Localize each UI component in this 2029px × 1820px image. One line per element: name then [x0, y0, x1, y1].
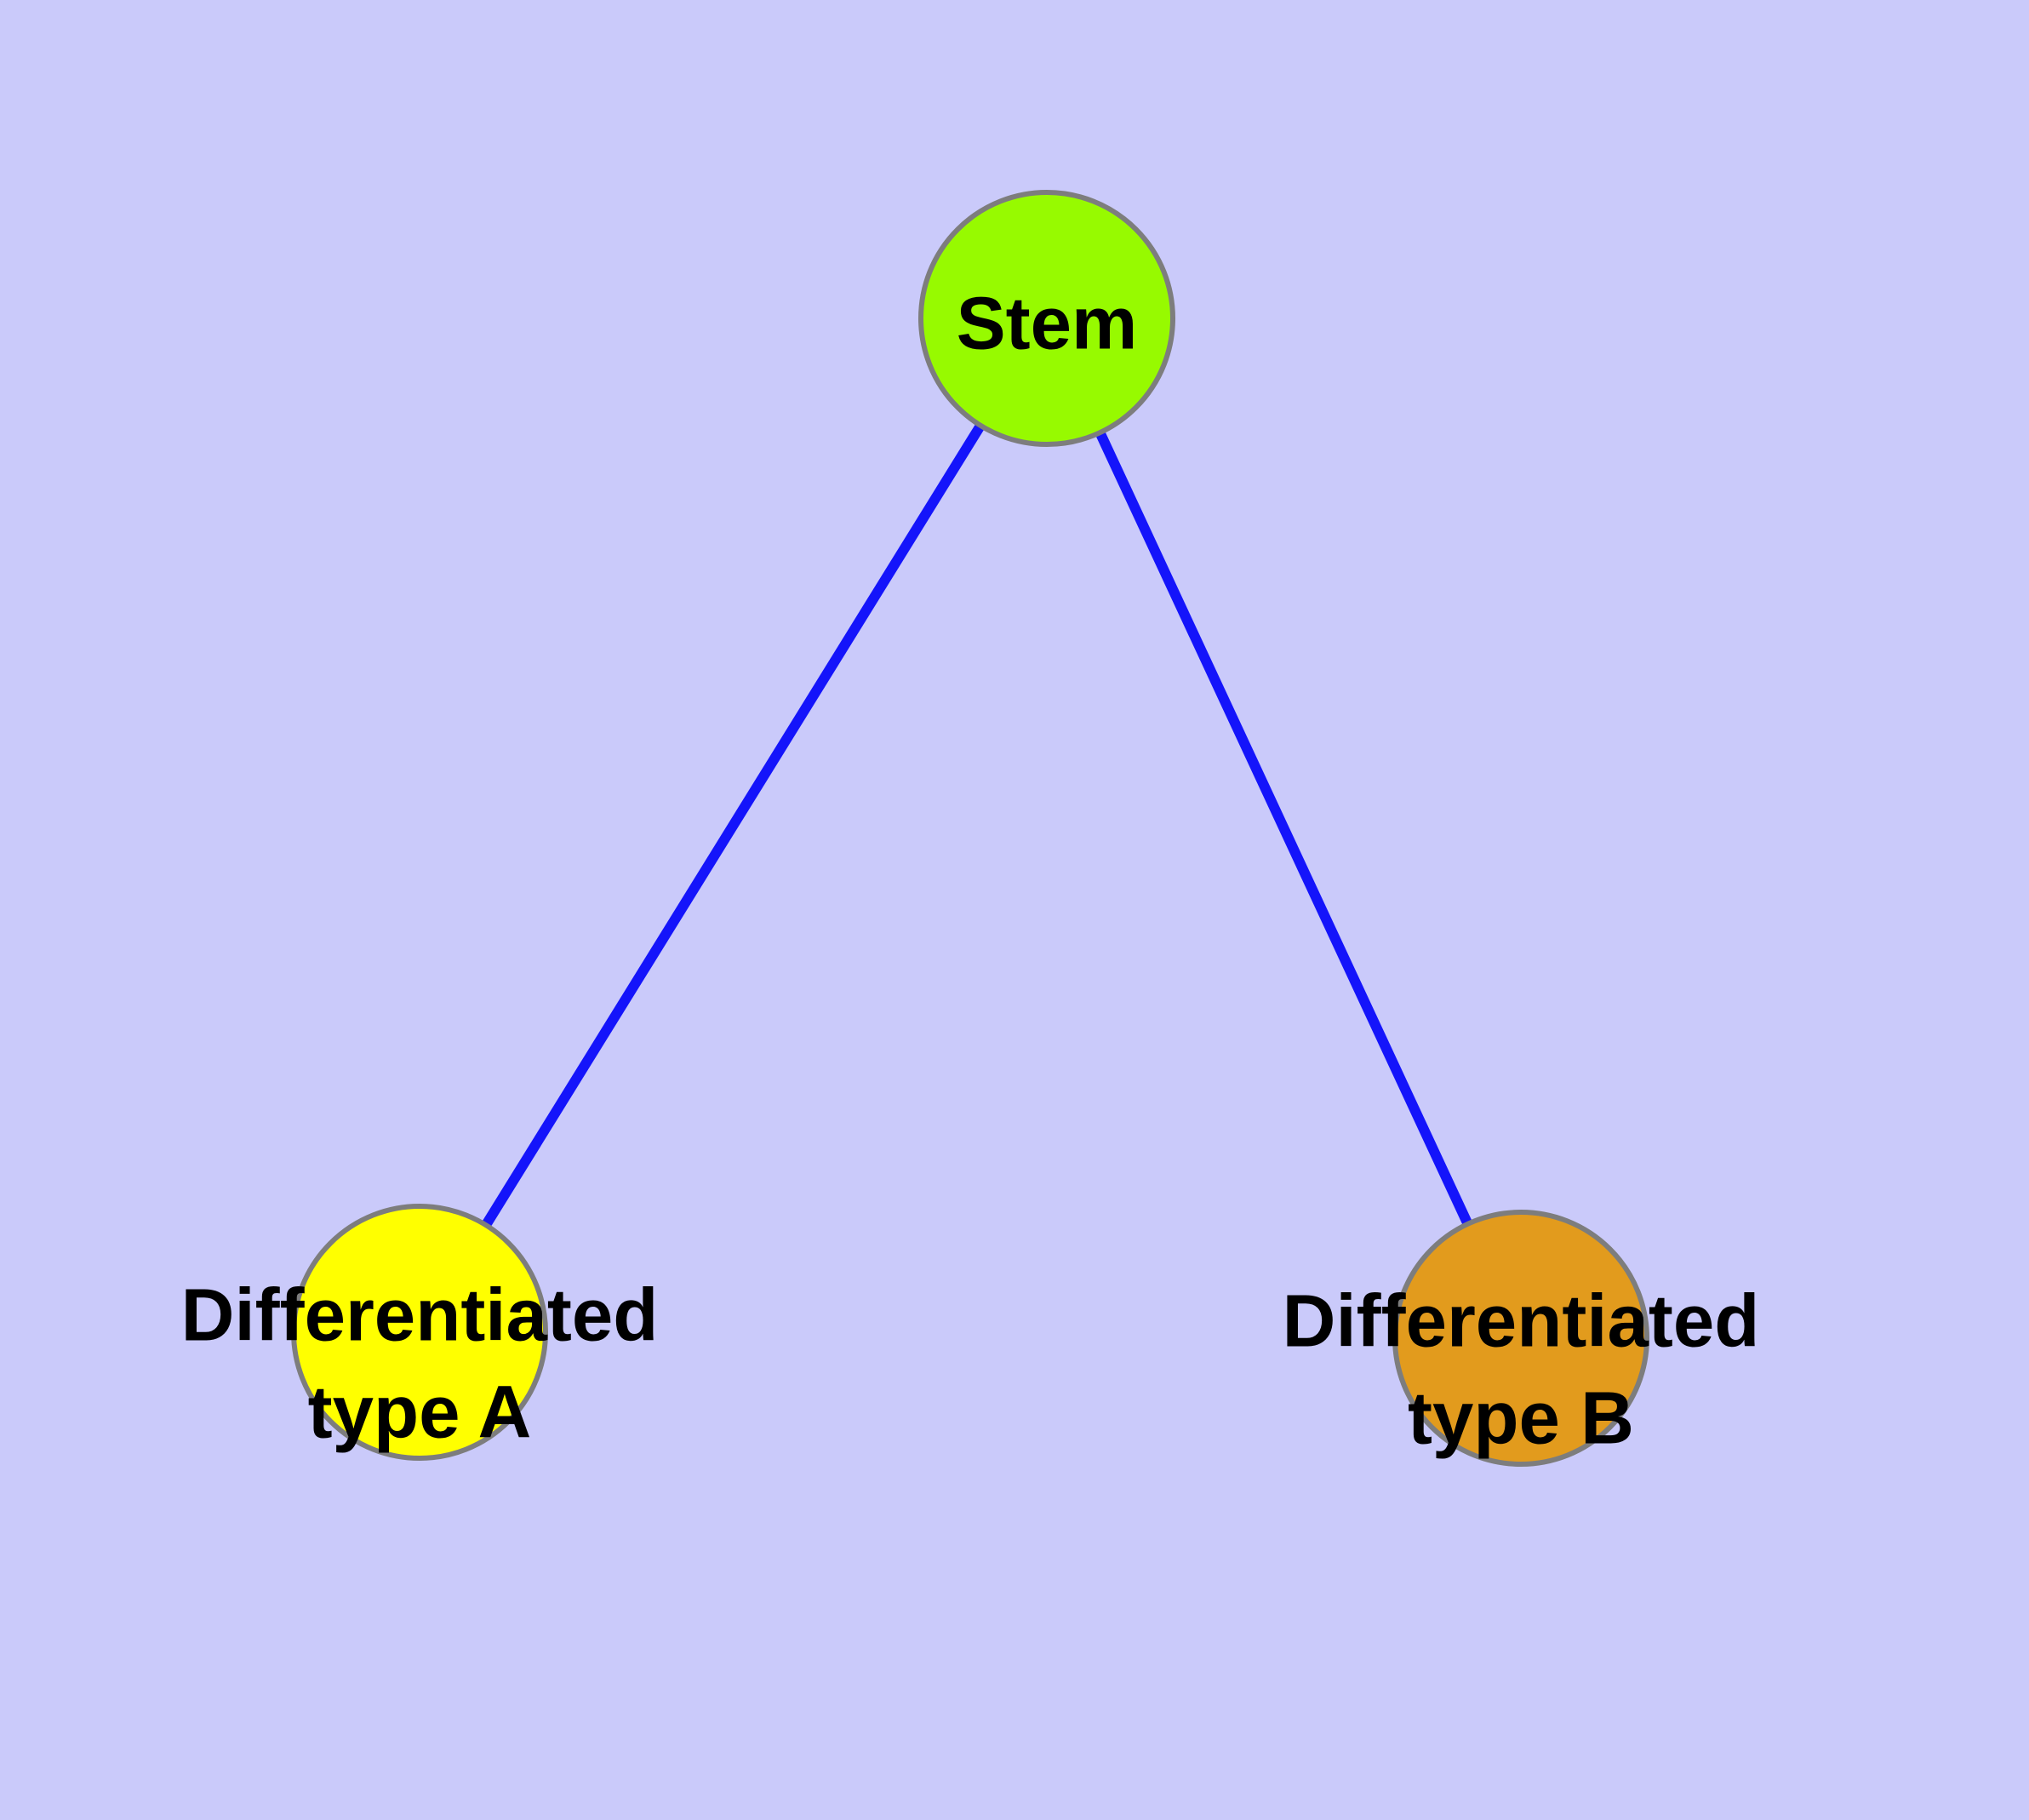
node-type-a-circle	[291, 1204, 548, 1461]
edge-stem-to-type-a	[414, 315, 1052, 1336]
node-type-a-label-line1: Differentiated	[181, 1274, 659, 1357]
node-stem-circle	[918, 190, 1175, 447]
edge-stem-to-type-b	[1042, 316, 1526, 1341]
node-type-b-circle	[1392, 1210, 1649, 1467]
node-stem-label: Stem	[957, 283, 1138, 365]
node-type-b-label-line1: Differentiated	[1283, 1280, 1760, 1363]
node-type-a-label-line2: type A	[308, 1371, 532, 1454]
node-type-b-label-line2: type B	[1408, 1377, 1634, 1460]
